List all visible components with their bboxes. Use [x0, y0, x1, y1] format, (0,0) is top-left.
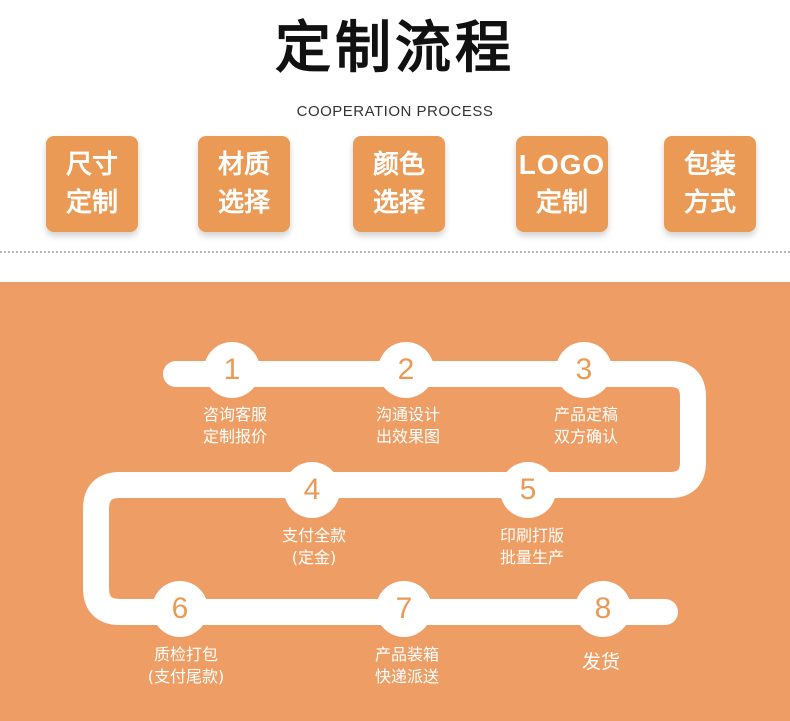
- option-label-line1: LOGO: [518, 149, 606, 180]
- option-label-line1: 尺寸: [65, 150, 118, 180]
- step-label-line2: 双方确认: [553, 427, 618, 446]
- step-circle-6: [152, 581, 208, 637]
- option-label-line2: 选择: [372, 188, 425, 218]
- step-number-5: 5: [519, 473, 537, 506]
- step-circle-7: [376, 581, 432, 637]
- step-circle-3: [556, 342, 612, 398]
- step-circle-1: [204, 342, 260, 398]
- step-label-line2: 出效果图: [375, 427, 440, 446]
- step-label-line2: 快递派送: [374, 667, 439, 686]
- option-logo[interactable]: LOGO 定制: [516, 136, 608, 232]
- option-label-line1: 颜色: [372, 150, 425, 180]
- option-label-line2: 方式: [683, 188, 736, 218]
- step-label-line1: 发货: [581, 651, 620, 673]
- step-circle-5: [500, 462, 556, 518]
- step-label-6: 质检打包 (支付尾款): [106, 644, 266, 688]
- step-number-6: 6: [171, 592, 189, 625]
- step-circle-8: [575, 581, 631, 637]
- step-label-line1: 支付全款: [281, 526, 346, 545]
- step-label-line1: 质检打包: [153, 645, 218, 664]
- process-track: [83, 342, 706, 637]
- page-title: 定制流程: [275, 16, 515, 81]
- step-circle-2: [378, 342, 434, 398]
- step-label-line2: 定制报价: [202, 427, 267, 446]
- step-label-8: 发货: [521, 651, 681, 673]
- option-packaging[interactable]: 包装 方式: [664, 136, 756, 232]
- step-label-line2: (定金): [291, 548, 337, 567]
- option-material[interactable]: 材质 选择: [198, 136, 290, 232]
- option-label-line2: 定制: [535, 188, 588, 218]
- step-label-line1: 产品定稿: [553, 405, 618, 424]
- option-label-line2: 选择: [217, 188, 270, 218]
- step-label-7: 产品装箱 快递派送: [327, 644, 487, 688]
- step-number-3: 3: [575, 353, 593, 386]
- step-number-8: 8: [594, 592, 612, 625]
- step-label-line2: (支付尾款): [147, 667, 225, 686]
- option-color[interactable]: 颜色 选择: [353, 136, 445, 232]
- step-label-5: 印刷打版 批量生产: [452, 525, 612, 569]
- step-label-2: 沟通设计 出效果图: [328, 404, 488, 448]
- step-number-2: 2: [397, 353, 415, 386]
- step-label-line1: 印刷打版: [499, 526, 564, 545]
- option-label-line1: 材质: [217, 150, 270, 180]
- option-label-line1: 包装: [683, 150, 736, 180]
- step-label-line1: 咨询客服: [202, 405, 267, 424]
- step-circle-4: [284, 462, 340, 518]
- dotted-divider: [0, 251, 790, 253]
- step-label-line1: 沟通设计: [375, 405, 440, 424]
- step-label-line2: 批量生产: [499, 548, 564, 567]
- option-label-line2: 定制: [65, 188, 118, 218]
- step-label-line1: 产品装箱: [374, 645, 439, 664]
- customization-options: 尺寸 定制 材质 选择 颜色 选择 LOGO 定制 包装 方式: [0, 0, 790, 240]
- step-number-1: 1: [223, 353, 241, 386]
- step-label-1: 咨询客服 定制报价: [155, 404, 315, 448]
- step-number-4: 4: [303, 473, 321, 506]
- step-number-7: 7: [395, 592, 413, 625]
- option-size[interactable]: 尺寸 定制: [46, 136, 138, 232]
- step-label-4: 支付全款 (定金): [234, 525, 394, 569]
- step-label-3: 产品定稿 双方确认: [506, 404, 666, 448]
- page-subtitle: COOPERATION PROCESS: [296, 103, 494, 120]
